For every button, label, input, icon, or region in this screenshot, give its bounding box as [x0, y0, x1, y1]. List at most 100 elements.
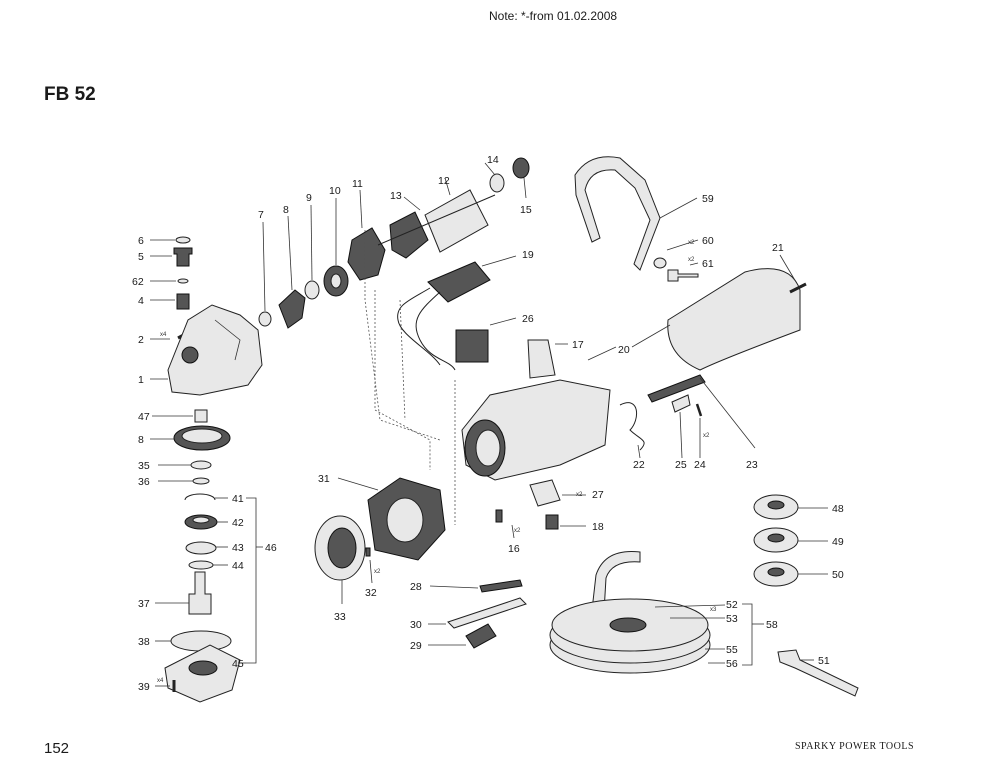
- part-23-cable: [647, 374, 706, 403]
- label-13: 13: [390, 190, 402, 202]
- qty-24: x2: [703, 433, 710, 439]
- part-60-washer: [653, 257, 667, 269]
- part-30-lever: [447, 597, 527, 629]
- part-6-ring: [175, 236, 191, 244]
- label-8b: 8: [138, 434, 144, 446]
- part-28-spring: [479, 579, 523, 593]
- part-51-spanner: [777, 649, 859, 697]
- label-5: 5: [138, 251, 144, 263]
- label-1: 1: [138, 374, 144, 386]
- label-15: 15: [520, 204, 532, 216]
- label-14: 14: [487, 154, 499, 166]
- model-title: FB 52: [44, 84, 96, 105]
- label-25: 25: [675, 459, 687, 471]
- label-28: 28: [410, 581, 422, 593]
- part-13-armature: [389, 211, 429, 259]
- label-32: 32: [365, 587, 377, 599]
- label-48: 48: [832, 503, 844, 515]
- part-37-spindle: [188, 571, 212, 615]
- part-17-brush-holder: [527, 339, 556, 379]
- part-4-spring: [176, 293, 190, 310]
- label-36: 36: [138, 476, 150, 488]
- label-27: 27: [592, 489, 604, 501]
- label-19: 19: [522, 249, 534, 261]
- label-12: 12: [438, 175, 450, 187]
- label-23: 23: [746, 459, 758, 471]
- label-46: 46: [265, 542, 277, 554]
- part-44-washer: [188, 560, 214, 570]
- qty-39: x4: [157, 678, 164, 684]
- part-38-oring: [170, 630, 232, 652]
- label-56: 56: [726, 658, 738, 670]
- label-35: 35: [138, 460, 150, 472]
- label-42: 42: [232, 517, 244, 529]
- label-45: 45: [232, 658, 244, 670]
- label-50: 50: [832, 569, 844, 581]
- part-18-brush: [545, 514, 559, 530]
- brand-footer: SPARKY POWER TOOLS: [795, 741, 915, 752]
- label-2: 2: [138, 334, 144, 346]
- part-27-brush-holder: [529, 479, 561, 507]
- label-52: 52: [726, 599, 738, 611]
- label-60: 60: [702, 235, 714, 247]
- label-62: 62: [132, 276, 144, 288]
- part-11-fan: [347, 227, 386, 281]
- label-39: 39: [138, 681, 150, 693]
- label-7: 7: [258, 209, 264, 221]
- part-41-circlip: [184, 493, 216, 501]
- part-59-handle: [574, 156, 661, 271]
- label-29: 29: [410, 640, 422, 652]
- part-24-screw: [695, 403, 703, 417]
- label-55: 55: [726, 644, 738, 656]
- label-17: 17: [572, 339, 584, 351]
- part-guard-pipe: [591, 550, 641, 613]
- qty-16: x2: [514, 528, 521, 534]
- label-30: 30: [410, 619, 422, 631]
- part-1-gear-housing: [167, 304, 263, 396]
- part-43-ring: [185, 541, 217, 555]
- part-12-armature-core: [424, 189, 489, 253]
- label-16: 16: [508, 543, 520, 555]
- label-20: 20: [618, 344, 630, 356]
- label-6: 6: [138, 235, 144, 247]
- part-22-cable-clamp: [619, 402, 645, 451]
- qty-27: x2: [576, 492, 583, 498]
- label-47: 47: [138, 411, 150, 423]
- part-5-cap: [173, 247, 193, 267]
- part-7-nut: [258, 311, 272, 327]
- label-8: 8: [283, 204, 289, 216]
- label-37: 37: [138, 598, 150, 610]
- qty-32: x2: [374, 569, 381, 575]
- part-26-switch: [455, 329, 489, 363]
- part-15-bearing: [512, 157, 530, 179]
- label-26: 26: [522, 313, 534, 325]
- part-16-brush: [495, 509, 503, 523]
- label-22: 22: [633, 459, 645, 471]
- label-24: 24: [694, 459, 706, 471]
- label-18: 18: [592, 521, 604, 533]
- part-29-button: [465, 623, 497, 649]
- qty-60: x2: [688, 240, 695, 246]
- part-32-screw: [365, 547, 371, 557]
- label-10: 10: [329, 185, 341, 197]
- part-21-screw: [789, 282, 807, 294]
- label-21: 21: [772, 242, 784, 254]
- label-31: 31: [318, 473, 330, 485]
- label-38: 38: [138, 636, 150, 648]
- qty-52: x3: [710, 607, 717, 613]
- part-36-washer: [192, 477, 210, 485]
- label-53: 53: [726, 613, 738, 625]
- label-49: 49: [832, 536, 844, 548]
- label-9: 9: [306, 192, 312, 204]
- label-61: 61: [702, 258, 714, 270]
- part-14-bearing: [489, 173, 505, 193]
- part-20-rear-housing: [667, 268, 801, 371]
- part-62-ring: [177, 278, 189, 284]
- qty-2: x4: [160, 332, 167, 338]
- label-44: 44: [232, 560, 244, 572]
- label-33: 33: [334, 611, 346, 623]
- part-47-bearing: [194, 409, 208, 423]
- label-41: 41: [232, 493, 244, 505]
- label-43: 43: [232, 542, 244, 554]
